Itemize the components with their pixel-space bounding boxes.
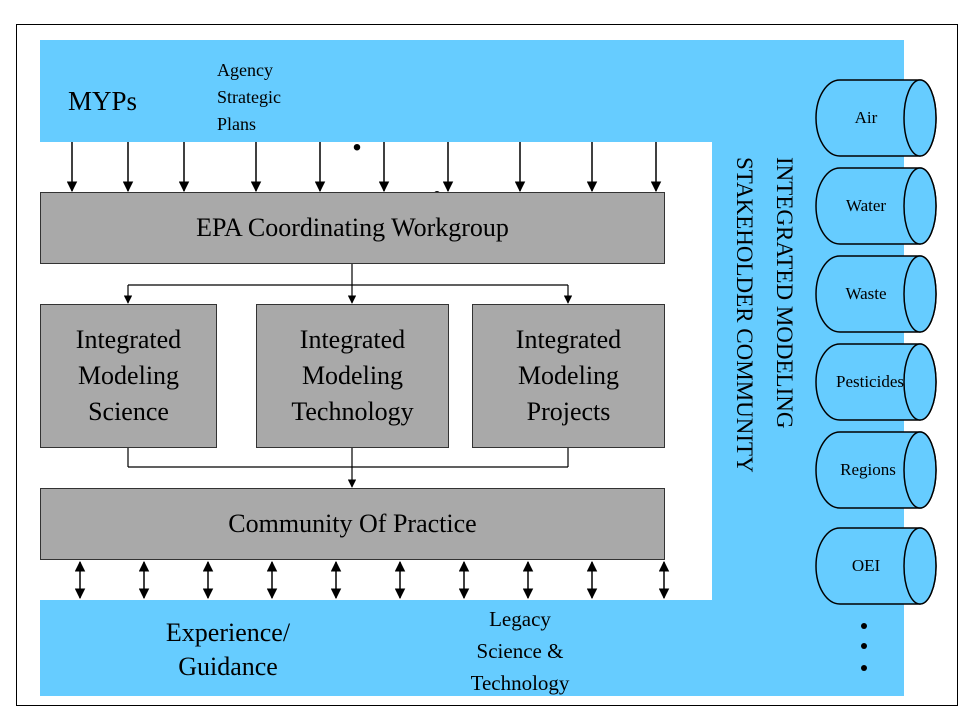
integrated-modeling-science: Integrated Modeling Science <box>40 304 217 448</box>
feedback-arrows <box>74 560 670 600</box>
community-label: Community Of Practice <box>228 509 477 538</box>
cylinder-water <box>815 167 937 245</box>
cylinder-label-pesticides: Pesticides <box>836 372 904 391</box>
cylinder-label-oei: OEI <box>851 556 881 575</box>
side-title-line1: INTEGRATED MODELING <box>772 157 797 429</box>
box-label-science: Integrated Modeling Science <box>75 325 182 426</box>
cylinder-label-waste: Waste <box>845 284 887 303</box>
dot: . <box>352 114 364 159</box>
box-label-technology: Integrated Modeling Technology <box>291 325 414 426</box>
community-of-practice: Community Of Practice <box>40 488 665 560</box>
bottom-band <box>40 600 904 696</box>
side-title-line2: STAKEHOLDER COMMUNITY <box>732 157 757 473</box>
input-arrows <box>66 142 662 193</box>
cylinder-label-water: Water <box>845 196 887 215</box>
workgroup-branch <box>123 264 573 304</box>
epa-coordinating-workgroup: EPA Coordinating Workgroup <box>40 192 665 264</box>
myps-label: MYPs <box>68 86 138 116</box>
slide-frame <box>16 24 958 706</box>
legacy-science-technology-label: Legacy Science & Technology <box>470 607 570 695</box>
cylinder-label-air: Air <box>854 108 878 127</box>
experience-guidance-label: Experience/ Guidance <box>165 618 291 681</box>
cylinder-regions <box>815 431 937 509</box>
cylinders <box>815 79 937 605</box>
box-label-projects: Integrated Modeling Projects <box>515 325 622 426</box>
workgroup-label: EPA Coordinating Workgroup <box>196 213 509 242</box>
integrated-modeling-projects: Integrated Modeling Projects <box>472 304 665 448</box>
merge-branch <box>127 448 569 488</box>
cylinder-oei <box>815 527 937 605</box>
cylinder-air <box>815 79 937 157</box>
cylinder-pesticides <box>815 343 937 421</box>
cylinder-waste <box>815 255 937 333</box>
stakeholder-community-title: INTEGRATED MODELING STAKEHOLDER COMMUNIT… <box>722 157 804 597</box>
agency-strategic-plans-label: Agency Strategic Plans <box>217 60 281 134</box>
cylinder-label-regions: Regions <box>840 460 896 479</box>
more-dots <box>861 623 867 671</box>
integrated-modeling-technology: Integrated Modeling Technology <box>256 304 449 448</box>
dot: . <box>432 161 444 206</box>
